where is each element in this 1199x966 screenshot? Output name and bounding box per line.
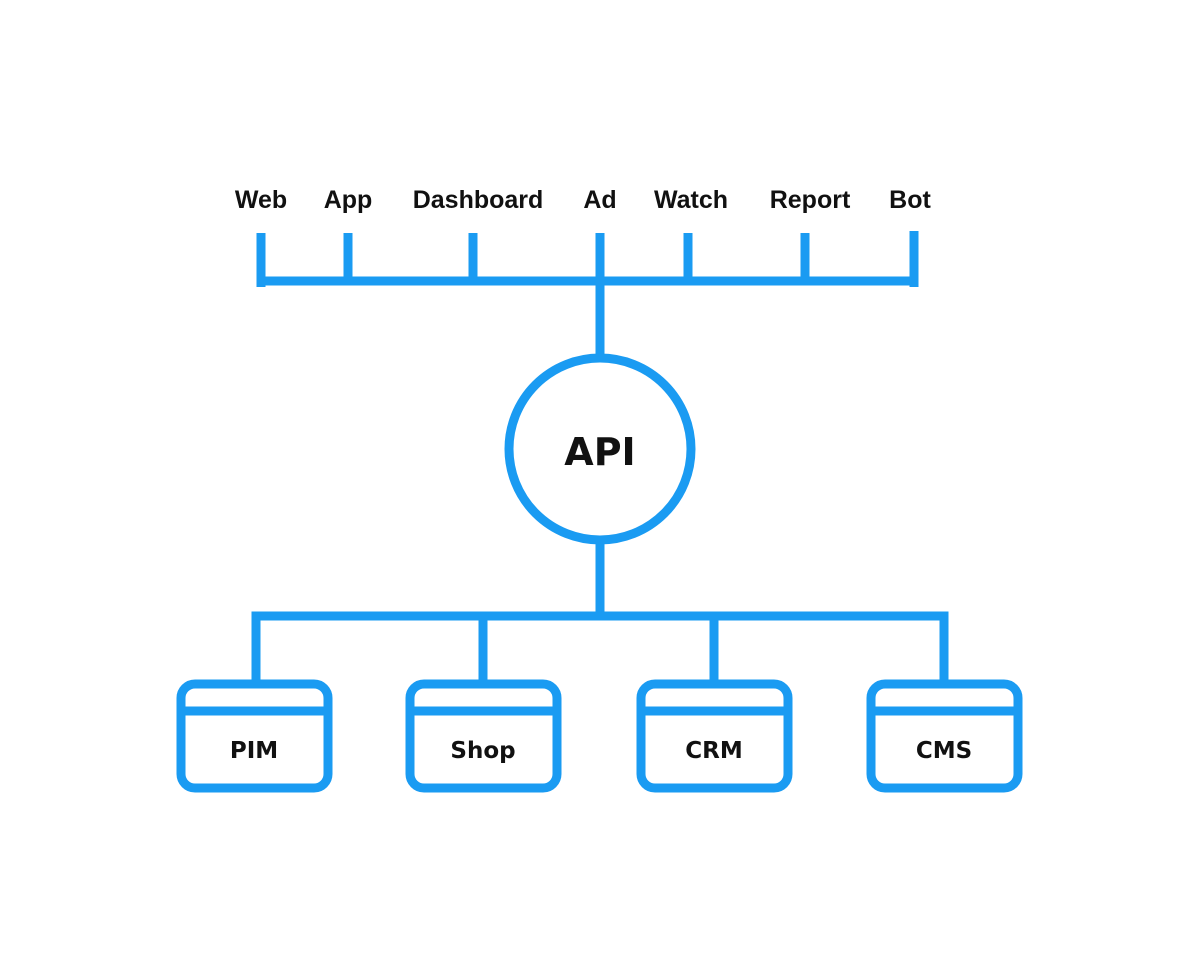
consumer-label-bot: Bot (889, 186, 931, 214)
window-icon (866, 679, 1023, 793)
system-label-crm: CRM (685, 738, 742, 764)
consumer-label-web: Web (235, 186, 287, 214)
system-label-cms: CMS (916, 738, 972, 764)
system-node-pim: PIM (176, 679, 333, 793)
system-node-cms: CMS (866, 679, 1023, 793)
consumer-bus (256, 231, 919, 357)
system-node-shop: Shop (405, 679, 562, 793)
consumer-label-app: App (324, 186, 373, 214)
consumer-label-watch: Watch (654, 186, 728, 214)
window-icon (405, 679, 562, 793)
system-node-crm: CRM (636, 679, 793, 793)
consumer-label-report: Report (770, 186, 851, 214)
system-label-shop: Shop (450, 738, 515, 764)
system-bus (251, 540, 949, 684)
api-hub: API (504, 353, 696, 545)
consumer-label-ad: Ad (583, 186, 616, 214)
api-hub-label: API (564, 430, 635, 474)
consumer-labels: Web App Dashboard Ad Watch Report Bot (235, 186, 932, 214)
consumer-label-dashboard: Dashboard (413, 186, 544, 214)
window-icon (176, 679, 333, 793)
system-label-pim: PIM (230, 738, 278, 764)
window-icon (636, 679, 793, 793)
